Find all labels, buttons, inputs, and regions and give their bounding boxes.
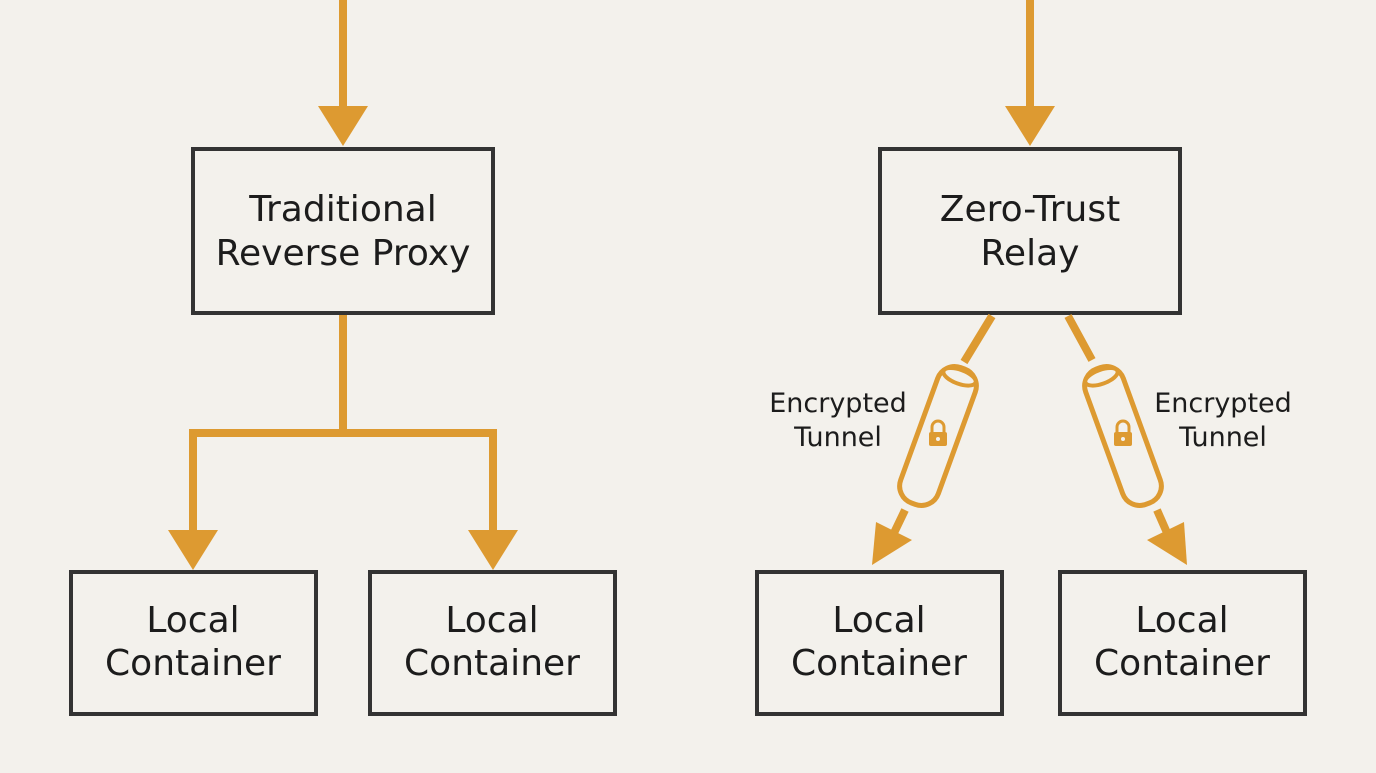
container-label-line2: Container	[1094, 643, 1270, 684]
arrowhead-tunnel-left	[872, 522, 912, 565]
incoming-arrow-right	[1005, 0, 1055, 146]
tunnel-label-line2: Tunnel	[1178, 422, 1267, 453]
relay-label-line2: Relay	[981, 233, 1080, 274]
incoming-arrow-left	[318, 0, 368, 146]
left-local-container-a: Local Container	[69, 570, 318, 716]
arrowhead-tunnel-right	[1147, 522, 1187, 565]
lock-icon	[1114, 419, 1132, 446]
right-local-container-a: Local Container	[755, 570, 1004, 716]
left-local-container-b: Local Container	[368, 570, 617, 716]
container-label-line2: Container	[404, 643, 580, 684]
proxy-label-line2: Reverse Proxy	[216, 233, 471, 274]
container-label-line1: Local	[146, 600, 239, 641]
container-label-line2: Container	[791, 643, 967, 684]
container-label-line1: Local	[832, 600, 925, 641]
container-label-line2: Container	[105, 643, 281, 684]
left-diagram: Traditional Reverse Proxy Local Containe…	[69, 0, 617, 716]
split-connector	[168, 315, 518, 570]
container-label-line1: Local	[1135, 600, 1228, 641]
lock-icon	[929, 419, 947, 446]
relay-label-line1: Zero-Trust	[940, 189, 1120, 230]
proxy-label-line1: Traditional	[248, 189, 436, 230]
arrowhead-container-a	[168, 530, 218, 570]
right-diagram: Zero-Trust Relay Encrypted Tunnel	[755, 0, 1307, 716]
traditional-reverse-proxy-box: Traditional Reverse Proxy	[191, 147, 495, 315]
tunnel-label-line2: Tunnel	[793, 422, 882, 453]
arrowhead-container-b	[468, 530, 518, 570]
container-label-line1: Local	[445, 600, 538, 641]
zero-trust-relay-box: Zero-Trust Relay	[878, 147, 1182, 315]
encrypted-tunnel-left: Encrypted Tunnel	[769, 313, 996, 565]
tunnel-label-line1: Encrypted	[769, 388, 907, 419]
encrypted-tunnel-right: Encrypted Tunnel	[1064, 314, 1292, 565]
right-local-container-b: Local Container	[1058, 570, 1307, 716]
tunnel-label-line1: Encrypted	[1154, 388, 1292, 419]
